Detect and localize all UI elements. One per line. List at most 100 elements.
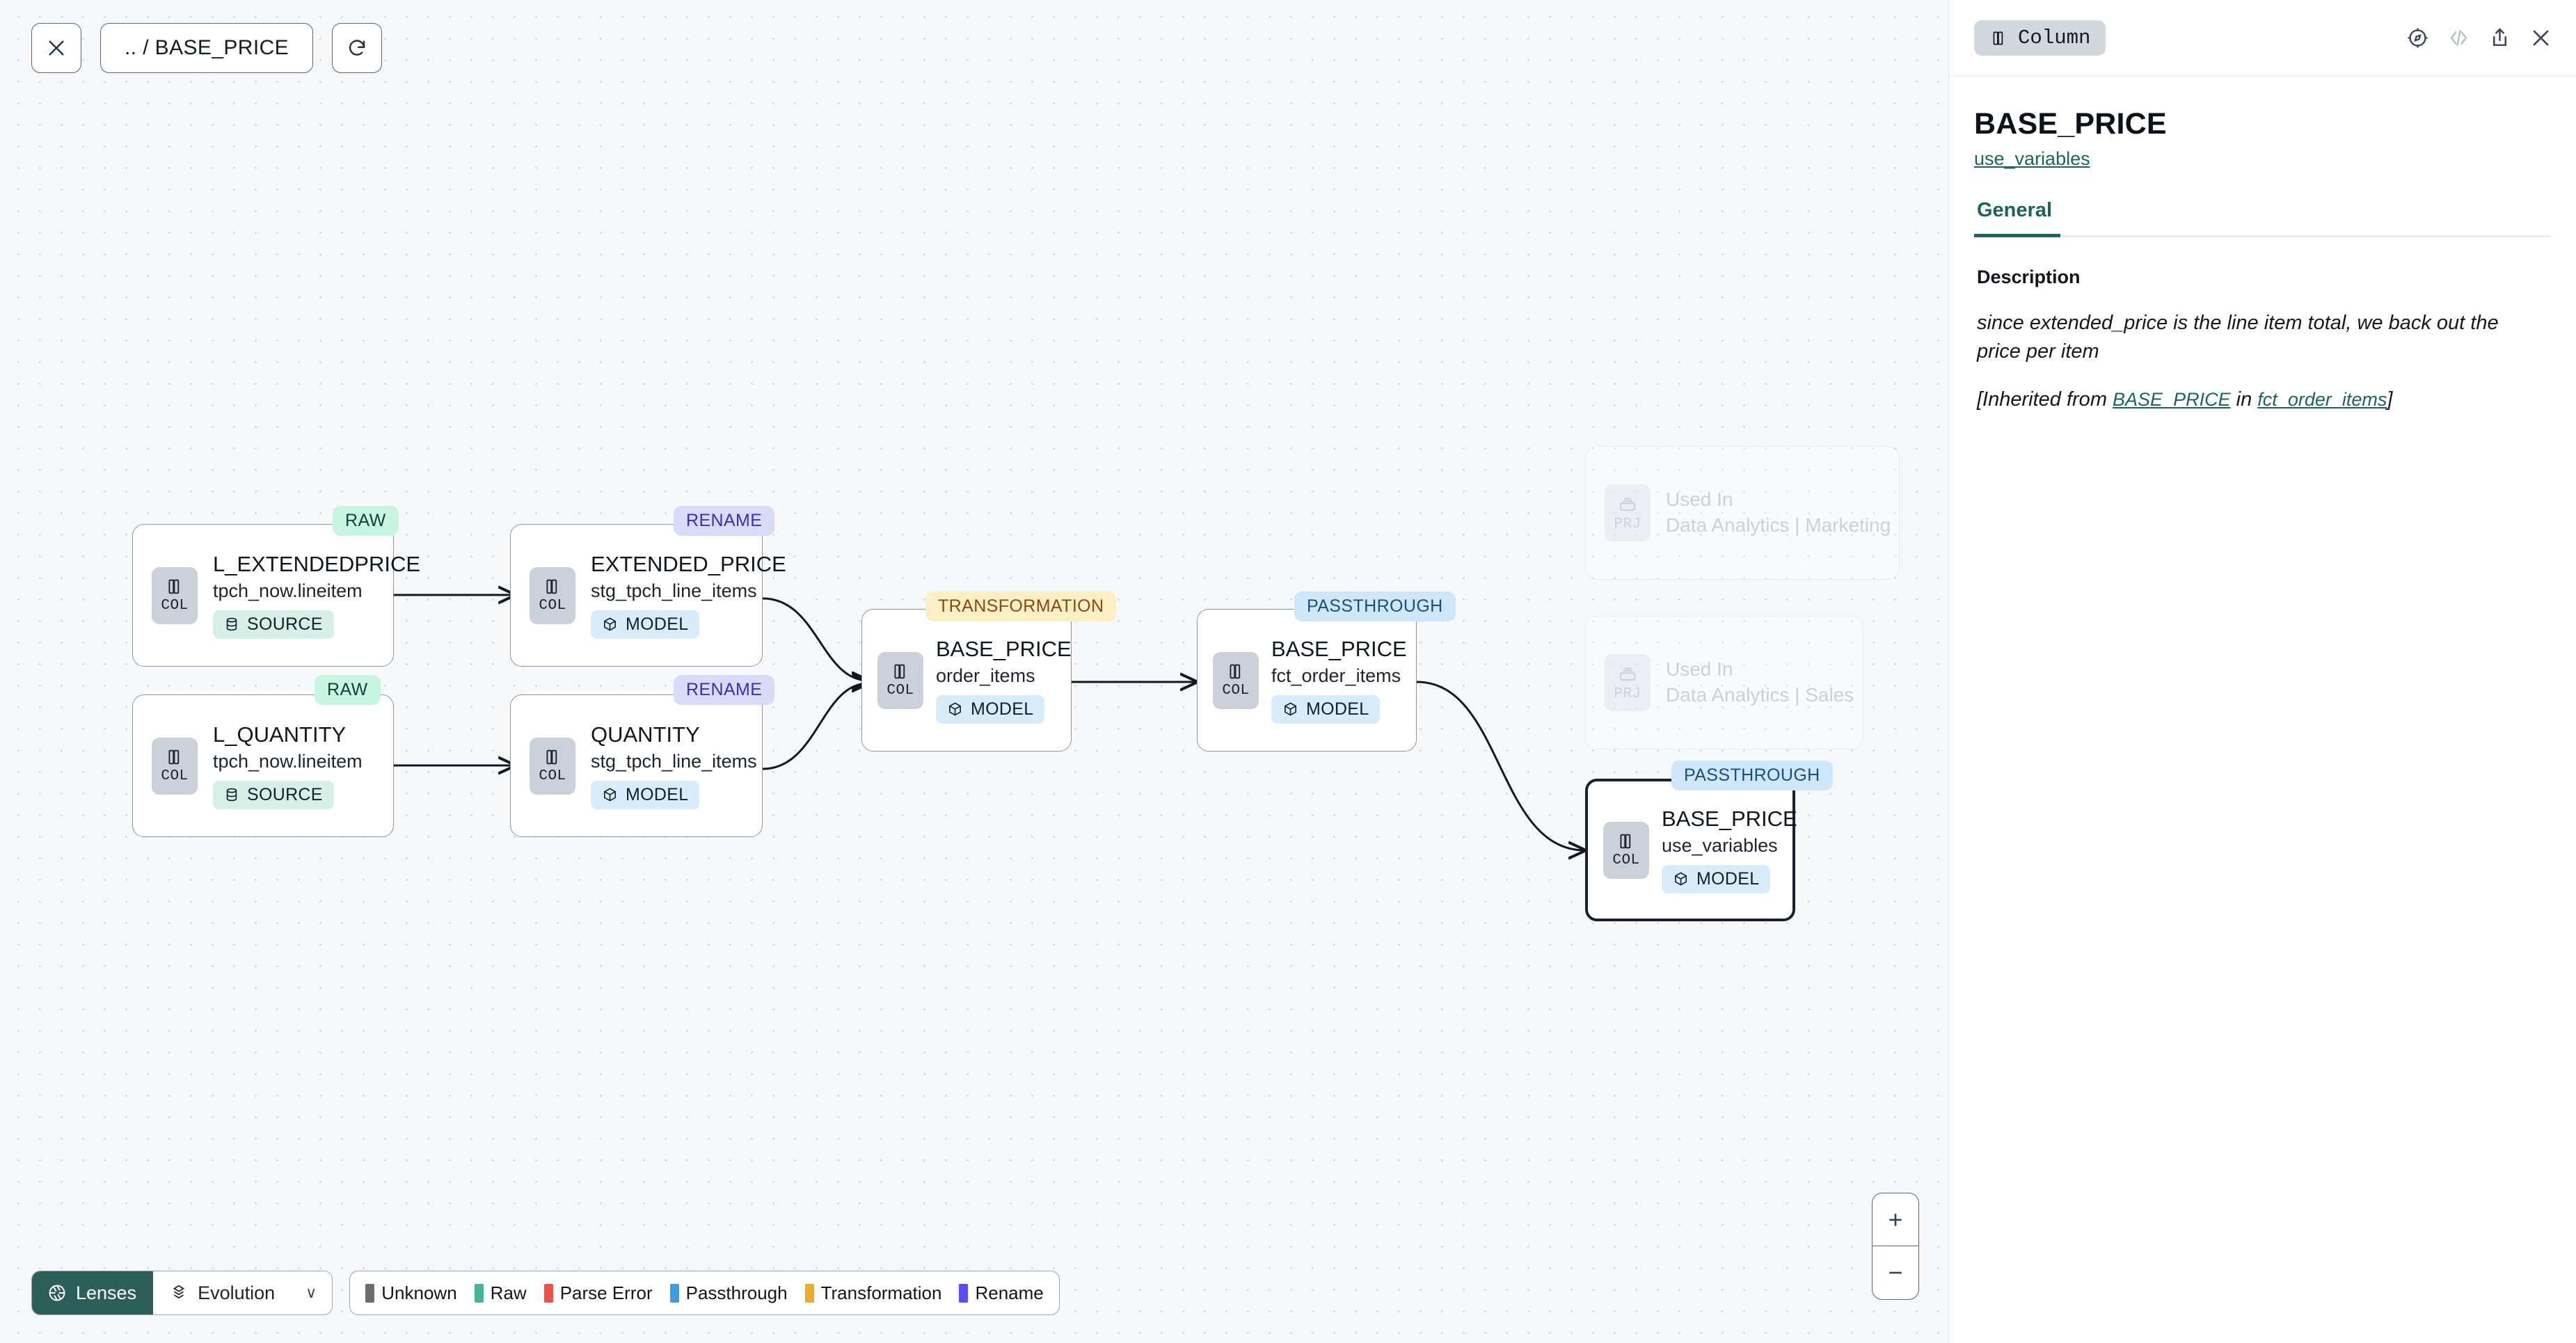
badge-raw-lextendedprice: RAW: [333, 506, 399, 536]
breadcrumb: .. / BASE_PRICE: [125, 36, 289, 59]
close-canvas-button[interactable]: [31, 23, 81, 73]
close-icon: [2533, 30, 2549, 46]
node-used-in-marketing[interactable]: PRJ Used In Data Analytics | Marketing: [1585, 446, 1900, 580]
evolution-label: Evolution: [198, 1282, 276, 1303]
inherited-model-link[interactable]: fct_order_items: [2257, 389, 2387, 411]
zoom-out-button[interactable]: [1873, 1246, 1918, 1299]
node-tag-label: MODEL: [626, 784, 689, 804]
explore-button[interactable]: [2406, 26, 2429, 49]
lenses-button[interactable]: Lenses: [32, 1271, 154, 1314]
plus-icon: [1889, 1213, 1902, 1226]
prj-icon: PRJ: [1605, 654, 1651, 711]
view-code-button[interactable]: [2447, 26, 2470, 49]
legend-item-unknown: Unknown: [365, 1282, 457, 1304]
lenses-label: Lenses: [76, 1282, 137, 1303]
project-glyph: [1619, 667, 1636, 681]
node-body: L_QUANTITY tpch_now.lineitem SOURCE: [213, 722, 363, 809]
share-button[interactable]: [2488, 26, 2511, 49]
evolution-dropdown[interactable]: Evolution ∨: [153, 1271, 333, 1314]
description-section: Description since extended_price is the …: [1949, 237, 2576, 415]
code-icon: [2450, 30, 2467, 46]
col-icon: COL: [152, 566, 198, 624]
node-base-price-order-items[interactable]: COL BASE_PRICE order_items MODEL: [861, 609, 1072, 752]
node-title: QUANTITY: [591, 722, 700, 747]
database-icon: [226, 788, 237, 802]
node-icon-label: COL: [161, 768, 189, 784]
inherited-mid: in: [2230, 388, 2258, 411]
close-icon: [49, 40, 64, 56]
badge-rename-extendedprice: RENAME: [674, 506, 775, 536]
node-tag-model: MODEL: [591, 780, 700, 809]
node-base-price-use-variables[interactable]: COL BASE_PRICE use_variables MODEL: [1585, 779, 1797, 921]
node-title: BASE_PRICE: [1662, 806, 1797, 832]
minus-icon: [1889, 1271, 1902, 1274]
column-glyph: [1230, 664, 1241, 679]
cube-icon: [1285, 702, 1296, 716]
node-title: L_QUANTITY: [213, 722, 347, 747]
legend-swatch: [804, 1283, 814, 1303]
badge-passthrough-fct: PASSTHROUGH: [1294, 591, 1456, 621]
node-subtitle: Data Analytics | Marketing: [1666, 514, 1891, 537]
column-glyph: [1620, 834, 1631, 849]
node-tag-model: MODEL: [591, 610, 700, 639]
inherited-prefix: [Inherited from: [1977, 388, 2113, 411]
panel-header-actions: [2406, 26, 2552, 49]
legend-label: Rename: [975, 1282, 1044, 1303]
node-tag-source: SOURCE: [213, 610, 334, 639]
node-subtitle: stg_tpch_line_items: [591, 751, 757, 772]
lens-group: Lenses Evolution ∨: [31, 1271, 333, 1315]
chevron-down-icon: ∨: [305, 1284, 317, 1301]
legend-item-parse-error: Parse Error: [543, 1282, 653, 1304]
inherited-note: [Inherited from BASE_PRICE in fct_order_…: [1977, 386, 2527, 414]
col-icon: COL: [530, 566, 575, 624]
model-link-row: use_variables: [1949, 141, 2576, 170]
canvas-toolbar: .. / BASE_PRICE: [31, 23, 383, 73]
node-used-in-sales[interactable]: PRJ Used In Data Analytics | Sales: [1585, 616, 1863, 749]
zoom-controls: [1872, 1193, 1919, 1300]
zoom-in-button[interactable]: [1873, 1193, 1918, 1246]
col-icon: COL: [1603, 821, 1649, 879]
refresh-button[interactable]: [332, 23, 383, 73]
legend-item-raw: Raw: [474, 1282, 527, 1304]
database-icon: [226, 617, 237, 631]
inherited-suffix: ]: [2387, 388, 2393, 411]
tab-general[interactable]: General: [1974, 199, 2060, 237]
node-tag-model: MODEL: [936, 694, 1045, 724]
node-body: BASE_PRICE fct_order_items MODEL: [1271, 637, 1407, 724]
node-icon-label: COL: [887, 683, 914, 699]
legend-swatch: [474, 1283, 484, 1303]
node-body: BASE_PRICE use_variables MODEL: [1662, 806, 1797, 893]
entity-type-chip[interactable]: Column: [1974, 20, 2106, 56]
node-tag-label: MODEL: [1696, 868, 1760, 889]
node-extended-price[interactable]: COL EXTENDED_PRICE stg_tpch_line_items M…: [510, 524, 786, 667]
entity-type-label: Column: [2018, 26, 2091, 49]
node-subtitle: Data Analytics | Sales: [1666, 684, 1854, 706]
node-body: Used In Data Analytics | Sales: [1666, 658, 1854, 707]
node-tag-model: MODEL: [1271, 694, 1381, 724]
node-l-quantity[interactable]: COL L_QUANTITY tpch_now.lineitem SOURCE: [132, 694, 394, 837]
breadcrumb-button[interactable]: .. / BASE_PRICE: [100, 23, 314, 73]
node-base-price-fct-order-items[interactable]: COL BASE_PRICE fct_order_items MODEL: [1197, 609, 1417, 752]
node-subtitle: fct_order_items: [1271, 665, 1401, 687]
refresh-icon: [349, 40, 365, 56]
node-subtitle: stg_tpch_line_items: [591, 580, 757, 602]
node-quantity[interactable]: COL QUANTITY stg_tpch_line_items MODEL: [510, 694, 763, 837]
node-tag-source: SOURCE: [213, 780, 334, 809]
node-l-extendedprice[interactable]: COL L_EXTENDEDPRICE tpch_now.lineitem SO…: [132, 524, 420, 667]
node-body: Used In Data Analytics | Marketing: [1666, 488, 1891, 537]
node-body: EXTENDED_PRICE stg_tpch_line_items MODEL: [591, 552, 786, 639]
close-panel-button[interactable]: [2529, 26, 2552, 49]
legend-item-rename: Rename: [959, 1282, 1044, 1304]
panel-tabs: General: [1974, 199, 2551, 237]
badge-rename-quantity: RENAME: [674, 675, 775, 705]
node-tag-label: SOURCE: [247, 614, 323, 634]
model-link[interactable]: use_variables: [1974, 148, 2090, 169]
inherited-column-link[interactable]: BASE_PRICE: [2113, 389, 2231, 411]
lens-toolbar: Lenses Evolution ∨ Unknown Raw: [31, 1271, 1060, 1315]
node-title: BASE_PRICE: [936, 637, 1072, 662]
lineage-canvas[interactable]: .. / BASE_PRICE PRJ Used In Data Analyti…: [0, 0, 1948, 1343]
layers-icon: [173, 1285, 185, 1299]
legend-label: Raw: [490, 1282, 527, 1303]
node-title: Used In: [1666, 488, 1733, 511]
